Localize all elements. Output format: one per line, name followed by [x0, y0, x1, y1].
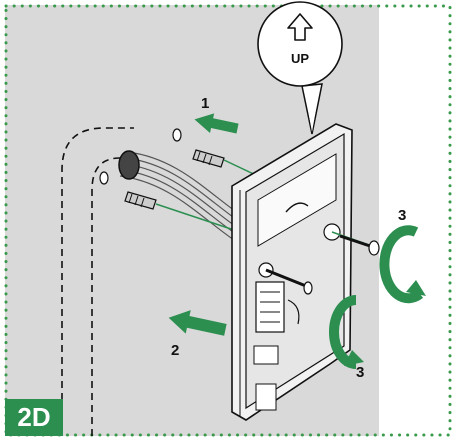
wall-plug-upper: [172, 128, 263, 179]
conduit-outer-dashed: [61, 127, 134, 436]
white-margin: [379, 5, 451, 436]
up-label: UP: [290, 51, 310, 66]
screw-lower: [265, 268, 313, 295]
dotted-border: [4, 4, 452, 437]
step-label-3-right: 3: [398, 207, 407, 224]
wall-plug-lower: [99, 171, 241, 233]
step-label-2: 2: [171, 342, 180, 359]
up-arrow-icon: [287, 13, 313, 41]
figure-badge: 2D: [5, 399, 63, 436]
step-label-3-lower: 3: [356, 364, 365, 381]
push-arrow-2: [168, 310, 227, 336]
up-callout: [257, 1, 343, 135]
mounting-plate: [231, 123, 353, 421]
rotate-arrow-lower: [329, 295, 364, 369]
push-arrow-1: [194, 113, 239, 134]
rotate-arrow-right: [379, 225, 426, 304]
conduit-inner-dashed: [91, 157, 121, 436]
step-label-1: 1: [201, 95, 210, 112]
screw-right: [331, 231, 380, 256]
cable-entry-hole: [118, 150, 140, 180]
